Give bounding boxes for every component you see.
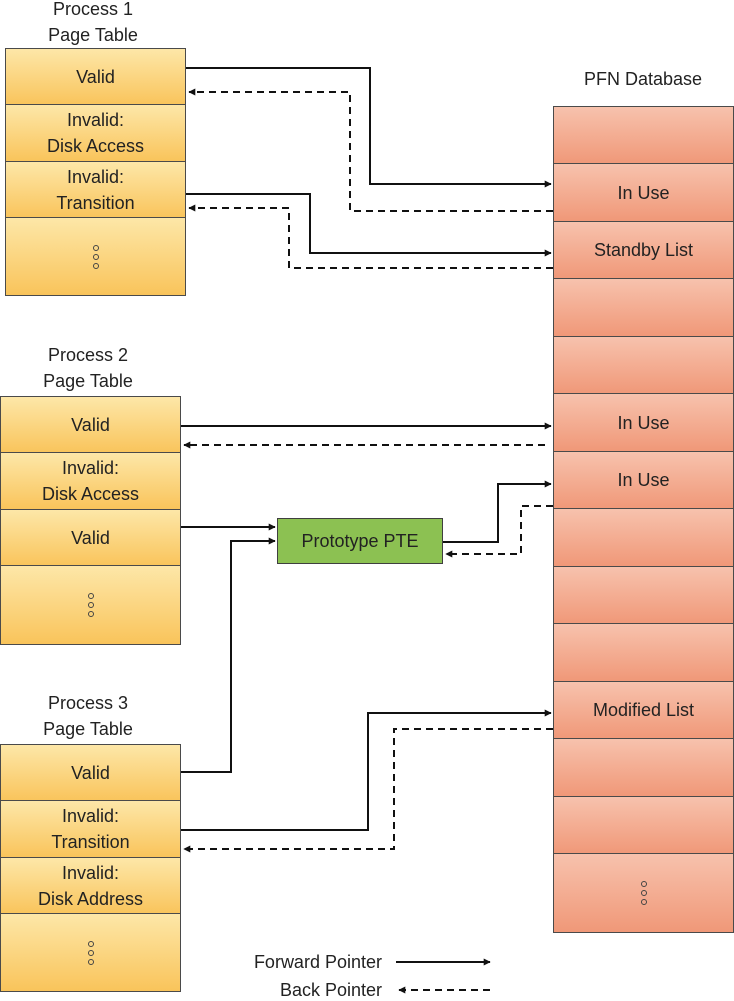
forward-pointer-p1-valid xyxy=(186,67,552,188)
legend-forward-label: Forward Pointer xyxy=(253,952,382,972)
process3-title: Process 3 Page Table xyxy=(0,690,176,742)
forward-pointer-p3-transition xyxy=(181,709,552,831)
prototype-pte-box: Prototype PTE xyxy=(277,518,443,564)
back-pointer-prototype xyxy=(445,505,553,558)
process3-entry-disk-address: Invalid: Disk Address xyxy=(0,856,181,915)
process2-entry-valid: Valid xyxy=(0,395,181,454)
pfn-entry xyxy=(553,508,734,567)
pfn-entry-modified-list: Modified List xyxy=(553,680,734,740)
ellipsis-icon xyxy=(640,881,647,905)
process2-entry-2-line2: Disk Access xyxy=(41,484,140,504)
pfn-database: In Use Standby List In Use In Use Modifi… xyxy=(553,105,734,933)
process3-entry-3-line2: Disk Address xyxy=(37,888,144,909)
process1-entry-2-line2: Disk Access xyxy=(46,136,145,156)
process2-entry-1-line1: Valid xyxy=(71,414,110,435)
process2-entry-2-line1: Invalid: xyxy=(61,458,120,478)
pfn-entry-in-use: In Use xyxy=(553,163,734,222)
back-pointer-p1-valid xyxy=(188,88,553,212)
process3-title-line2: Page Table xyxy=(43,719,133,739)
forward-pointer-p1-transition xyxy=(186,193,552,257)
process1-entry-3-line1: Invalid: xyxy=(66,166,125,187)
process3-entry-more xyxy=(0,913,181,992)
process3-entry-valid: Valid xyxy=(0,743,181,802)
process3-entry-transition: Invalid: Transition xyxy=(0,800,181,858)
process3-entry-1-line1: Valid xyxy=(71,762,110,783)
ellipsis-icon xyxy=(87,593,94,617)
process1-entry-2-line1: Invalid: xyxy=(66,110,125,130)
pfn-entry xyxy=(553,565,734,625)
process1-title: Process 1 Page Table xyxy=(5,0,181,48)
process2-title-line1: Process 2 xyxy=(47,345,129,365)
process2-page-table: Valid Invalid: Disk Access Valid xyxy=(0,395,181,645)
forward-pointer-prototype xyxy=(443,480,552,543)
forward-pointer-p3-to-prototype xyxy=(181,537,276,773)
process3-entry-3-line1: Invalid: xyxy=(61,862,120,883)
ellipsis-icon xyxy=(92,244,99,269)
pfn-entry-standby-list: Standby List xyxy=(553,220,734,280)
legend-back-label: Back Pointer xyxy=(279,980,382,1000)
process2-entry-disk-access: Invalid: Disk Access xyxy=(0,452,181,510)
process3-title-line1: Process 3 xyxy=(47,693,129,713)
pfn-entry-more xyxy=(553,853,734,933)
back-pointer-p1-transition xyxy=(188,204,553,269)
process3-page-table: Valid Invalid: Transition Invalid: Disk … xyxy=(0,743,181,992)
pfn-entry xyxy=(553,738,734,797)
process2-title: Process 2 Page Table xyxy=(0,342,176,394)
process1-entry-disk-access: Invalid: Disk Access xyxy=(5,104,186,162)
back-pointer-p3-transition xyxy=(183,728,553,853)
process1-entry-3-line2: Transition xyxy=(56,192,135,213)
process2-title-line2: Page Table xyxy=(43,371,133,391)
pfn-database-title: PFN Database xyxy=(583,69,703,89)
process1-entry-transition: Invalid: Transition xyxy=(5,160,186,219)
process1-title-line2: Page Table xyxy=(48,25,138,45)
process1-entry-more xyxy=(5,217,186,296)
process2-entry-3-line1: Valid xyxy=(71,527,110,548)
process1-entry-valid: Valid xyxy=(5,47,186,106)
process2-entry-more xyxy=(0,565,181,645)
process1-page-table: Valid Invalid: Disk Access Invalid: Tran… xyxy=(5,47,186,296)
process3-entry-2-line1: Invalid: xyxy=(61,806,120,826)
pfn-entry-in-use: In Use xyxy=(553,393,734,452)
process3-entry-2-line2: Transition xyxy=(51,832,130,852)
process1-entry-1-line1: Valid xyxy=(76,66,115,87)
prototype-pte-label: Prototype PTE xyxy=(301,530,419,551)
process1-title-line1: Process 1 xyxy=(52,0,134,19)
ellipsis-icon xyxy=(87,940,94,965)
